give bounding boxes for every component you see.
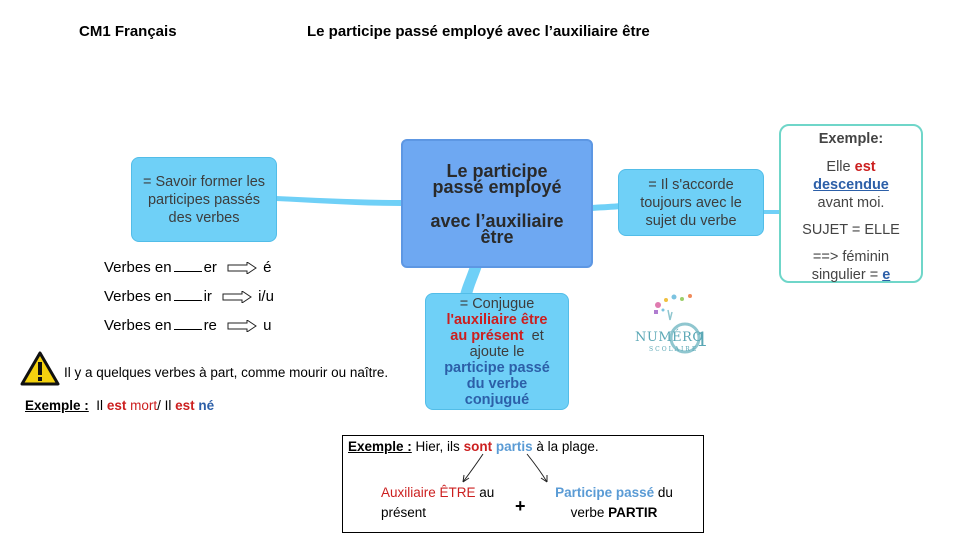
conj-line-2: l'auxiliaire être xyxy=(446,311,548,328)
verb-row-label: Verbes en xyxy=(104,317,172,334)
plus-sign: + xyxy=(515,496,526,516)
aux-text: au xyxy=(479,485,495,500)
verb-endings-list: Verbes en er é Verbes en ir i/u Verbes en r… xyxy=(104,259,324,344)
aux-label: Auxiliaire ÊTRE xyxy=(381,485,476,500)
verb-row-label: Verbes en xyxy=(104,259,172,276)
conj-line-7: du verbe xyxy=(466,375,528,392)
verb-row-label: Verbes en xyxy=(104,288,172,305)
logo-subtext: SCOLAIRE xyxy=(649,346,699,353)
participle-text: verbe xyxy=(570,505,605,520)
logo-graphic xyxy=(654,294,701,354)
example-sentence: Exemple : Hier, ils sont partis à la pla… xyxy=(348,439,599,454)
warning-icon xyxy=(20,351,60,386)
logo-text: NUMÉRO xyxy=(635,330,704,345)
node-form-participle: = Savoir former les participes passés de… xyxy=(131,157,277,242)
central-line-3: avec l’auxiliaire xyxy=(430,210,564,231)
participle-text: du xyxy=(657,485,673,500)
example-agreement-box: Exemple: Elle est descendue avant moi. S… xyxy=(779,124,923,283)
verb-ending-row: Verbes en re u xyxy=(104,317,271,334)
conj-line-3: au présent xyxy=(450,327,524,344)
example-aux: sont xyxy=(463,439,493,454)
node-conjugate: = Conjugue l'auxiliaire être au présent … xyxy=(425,293,569,410)
verb-row-result: u xyxy=(263,317,272,334)
node-central-topic: Le participe passé employé avec l’auxili… xyxy=(401,139,593,268)
example-end: avant moi. xyxy=(817,195,885,211)
logo-digit: 1 xyxy=(696,327,709,351)
node-agreement: = Il s'accorde toujours avec le sujet du… xyxy=(618,169,764,236)
example-participle: partis xyxy=(495,439,533,454)
participle-label: Participe passé xyxy=(555,485,655,500)
node-form-participle-text: = Savoir former les participes passés de… xyxy=(142,173,266,226)
conj-line-5: ajoute le xyxy=(469,343,525,360)
conj-line-6: participe passé xyxy=(444,359,550,376)
aux-explanation: Auxiliaire ÊTRE au présent xyxy=(381,483,494,523)
verb-ending-row: Verbes en ir i/u xyxy=(104,288,274,305)
example-aux: est xyxy=(106,398,127,413)
participle-explanation: Participe passé du verbe PARTIR xyxy=(539,483,689,523)
verb-row-result: i/u xyxy=(258,288,274,305)
conj-line-1: = Conjugue xyxy=(459,295,535,312)
example-participle: mort xyxy=(130,398,158,413)
example-rule-2: singulier = xyxy=(811,267,879,283)
verb-ending-row: Verbes en er é xyxy=(104,259,271,276)
example-text: Il xyxy=(96,398,104,413)
central-line-2: passé employé xyxy=(432,176,562,197)
example-text: / Il xyxy=(157,398,172,413)
page-title: Le participe passé employé avec l’auxili… xyxy=(307,23,650,40)
arrow-right-icon xyxy=(222,291,252,304)
example-text: à la plage. xyxy=(536,439,599,454)
conj-line-8: conjugué xyxy=(464,391,530,408)
aux-text: présent xyxy=(381,505,427,520)
verb-row-ending: re xyxy=(203,317,217,334)
warning-text: Il y a quelques verbes à part, comme mou… xyxy=(64,365,389,380)
verb-row-result: é xyxy=(263,259,272,276)
example-aux: est xyxy=(854,159,876,175)
example-rule-1: ==> féminin xyxy=(812,249,890,265)
arrow-right-icon xyxy=(227,262,257,275)
example-text: Hier, ils xyxy=(415,439,460,454)
example-participle: né xyxy=(198,398,215,413)
example-irregular: Exemple : Il est mort/ Il est né xyxy=(25,398,214,413)
verb-row-ending: er xyxy=(203,259,217,276)
participle-verb: PARTIR xyxy=(608,505,658,520)
example-rule-e: e xyxy=(882,267,891,283)
conj-line-4: et xyxy=(531,327,544,344)
example-aux: est xyxy=(175,398,195,413)
example-label: Exemple : xyxy=(348,439,412,454)
example-heading: Exemple: xyxy=(818,131,884,147)
arrow-right-icon xyxy=(227,320,257,333)
example-subject: Elle xyxy=(826,159,851,175)
central-line-1: Le participe xyxy=(446,160,548,181)
example-subject-line: SUJET = ELLE xyxy=(802,222,900,238)
numero-scolaire-logo: NUMÉRO 1 SCOLAIRE xyxy=(630,290,710,365)
example-participle: descendue xyxy=(813,177,889,193)
example-label: Exemple : xyxy=(25,398,89,413)
verb-row-ending: ir xyxy=(203,288,212,305)
example-partir-box: Exemple : Hier, ils sont partis à la pla… xyxy=(342,435,704,533)
node-agreement-text: = Il s'accorde toujours avec le sujet du… xyxy=(640,176,742,229)
subject-label: CM1 Français xyxy=(79,23,177,40)
central-line-4: être xyxy=(480,226,514,247)
pointer-arrows xyxy=(462,453,548,483)
